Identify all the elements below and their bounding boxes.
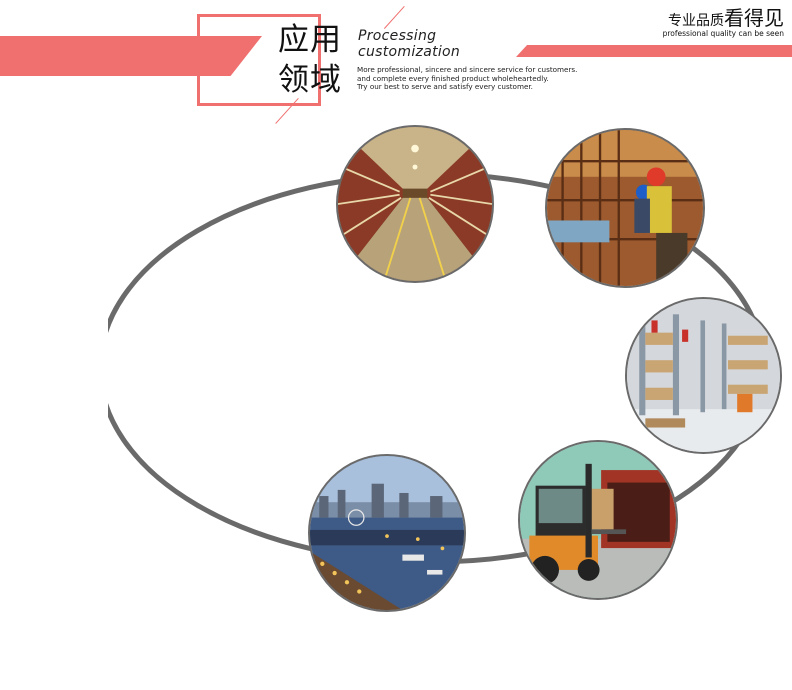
page-subtitle-line2: customization <box>358 44 461 60</box>
description-line: More professional, sincere and sincere s… <box>357 65 578 74</box>
header-band-left <box>0 36 262 76</box>
title-frame <box>197 14 321 106</box>
page-subtitle-line1: Processing <box>358 28 437 44</box>
description: More professional, sincere and sincere s… <box>357 65 578 92</box>
photo-storage-shelves <box>625 297 782 454</box>
page-title: 应用 领域 <box>278 20 354 100</box>
page-title-line2: 领域 <box>278 62 342 98</box>
tagline-cn-small: 专业品质 <box>668 13 724 29</box>
photo-construction-workers <box>545 128 705 288</box>
tagline-cn: 专业品质看得见 <box>644 2 784 31</box>
photo-harbor-city <box>308 454 466 612</box>
tagline-cn-big: 看得见 <box>724 6 784 30</box>
header-band-right <box>516 45 792 57</box>
tagline-en: professional quality can be seen <box>662 29 784 38</box>
description-line: Try our best to serve and satisfy every … <box>357 82 533 91</box>
photo-warehouse-aisle <box>336 125 494 283</box>
page-subtitle: Processing customization <box>358 28 460 60</box>
page-title-line1: 应用 <box>278 22 342 58</box>
description-line: and complete every finished product whol… <box>357 73 549 83</box>
photo-forklift-loading <box>518 440 678 600</box>
